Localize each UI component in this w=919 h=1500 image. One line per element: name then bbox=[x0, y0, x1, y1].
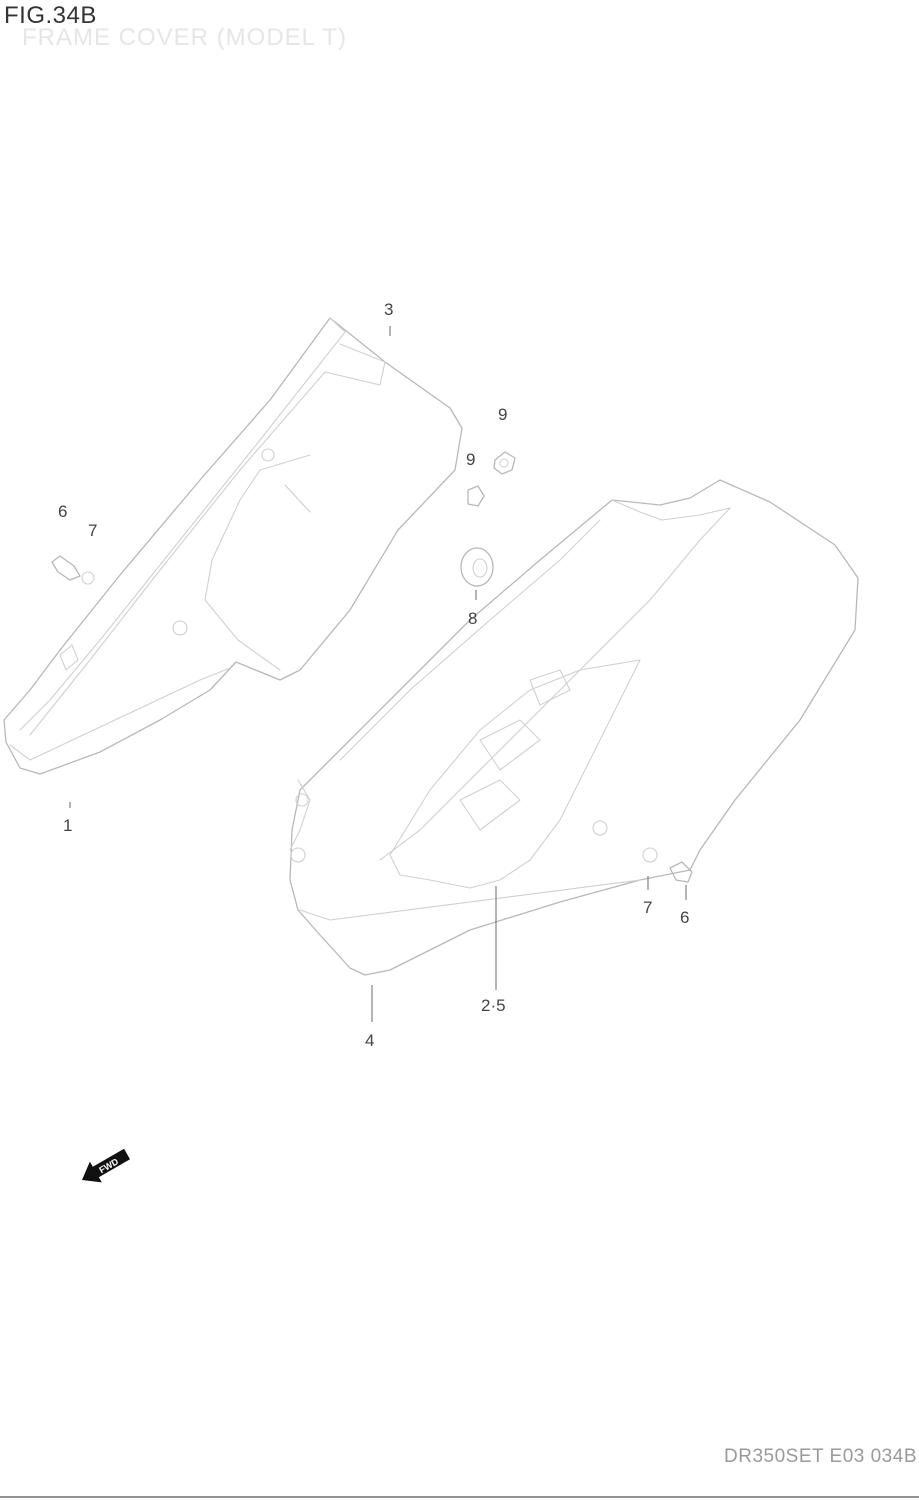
figure-number: FIG.34B bbox=[4, 2, 97, 29]
callout-9-upper: 9 bbox=[498, 405, 508, 424]
grommet-9-lower bbox=[467, 485, 485, 507]
grommet-8 bbox=[460, 547, 494, 587]
callout-6-left: 6 bbox=[58, 502, 68, 521]
left-frame-cover bbox=[3, 317, 463, 775]
screw-6-left bbox=[51, 555, 95, 585]
callout-1: 1 bbox=[63, 816, 73, 835]
grommet-9-upper bbox=[493, 451, 516, 475]
figure-title: FRAME COVER (MODEL T) bbox=[22, 24, 348, 51]
callout-8: 8 bbox=[468, 609, 478, 628]
fwd-arrow-icon: FWD bbox=[82, 1148, 131, 1183]
right-frame-cover bbox=[289, 479, 859, 976]
callout-9-lower: 9 bbox=[466, 450, 476, 469]
callout-7-right: 7 bbox=[643, 898, 653, 917]
callout-6-right: 6 bbox=[680, 908, 690, 927]
callout-2-5: 2·5 bbox=[481, 996, 506, 1015]
leader-lines bbox=[69, 326, 687, 1022]
screw-6-right bbox=[642, 847, 693, 883]
callout-4: 4 bbox=[365, 1031, 375, 1050]
callout-3: 3 bbox=[384, 300, 394, 319]
callout-7-left: 7 bbox=[88, 521, 98, 540]
drawing-code: DR350SET E03 034B bbox=[724, 1446, 917, 1467]
